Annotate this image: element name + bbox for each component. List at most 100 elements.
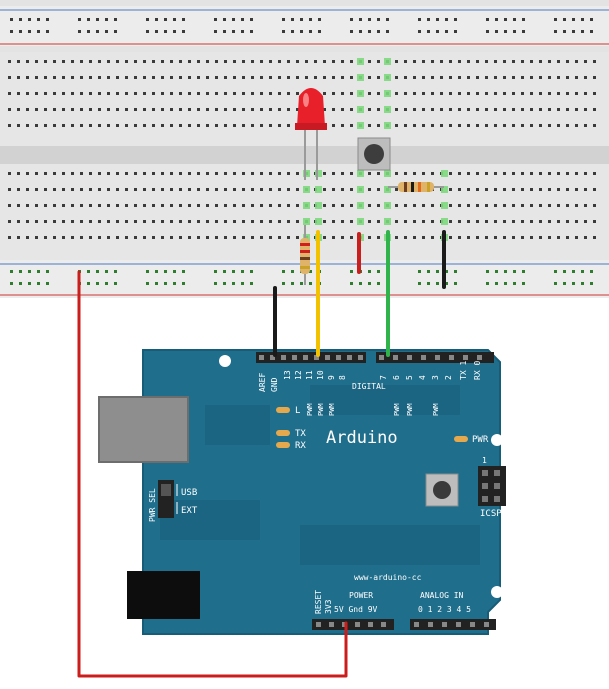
breadboard-hole	[269, 76, 272, 79]
breadboard-hole	[278, 60, 281, 63]
breadboard-hole	[214, 18, 217, 21]
breadboard-hole	[161, 124, 164, 127]
breadboard-hole	[46, 30, 49, 33]
breadboard-hole	[422, 204, 425, 207]
header-pin	[336, 355, 341, 360]
breadboard-hole	[548, 60, 551, 63]
breadboard-hole	[323, 220, 326, 223]
breadboard-hole	[485, 124, 488, 127]
highlighted-hole	[441, 202, 448, 209]
breadboard-hole	[377, 60, 380, 63]
breadboard-hole	[89, 76, 92, 79]
breadboard-hole	[161, 204, 164, 207]
resistor-band	[411, 182, 414, 192]
wires	[77, 230, 446, 678]
breadboard-hole	[445, 18, 448, 21]
breadboard-hole	[557, 124, 560, 127]
breadboard-hole	[26, 108, 29, 111]
breadboard-hole	[242, 60, 245, 63]
breadboard-hole	[143, 60, 146, 63]
breadboard-hole	[593, 172, 596, 175]
header-pin	[407, 355, 412, 360]
breadboard-hole	[161, 108, 164, 111]
breadboard-hole	[368, 220, 371, 223]
breadboard-hole	[563, 282, 566, 285]
breadboard-hole	[26, 124, 29, 127]
breadboard-hole	[242, 236, 245, 239]
breadboard-hole	[341, 92, 344, 95]
breadboard-hole	[241, 30, 244, 33]
breadboard-hole	[539, 236, 542, 239]
breadboard-hole	[485, 92, 488, 95]
header-pin	[379, 355, 384, 360]
breadboard-hole	[173, 30, 176, 33]
breadboard-hole	[170, 172, 173, 175]
breadboard-hole	[224, 108, 227, 111]
breadboard-hole	[278, 204, 281, 207]
breadboard-hole	[296, 76, 299, 79]
breadboard-hole	[250, 270, 253, 273]
breadboard-hole	[114, 18, 117, 21]
breadboard-hole	[454, 30, 457, 33]
breadboard-hole	[107, 108, 110, 111]
breadboard-hole	[182, 282, 185, 285]
breadboard-hole	[377, 92, 380, 95]
breadboard-hole	[134, 188, 137, 191]
breadboard-hole	[134, 220, 137, 223]
breadboard-hole	[107, 236, 110, 239]
header-pin	[281, 355, 286, 360]
breadboard-hole	[62, 236, 65, 239]
breadboard-hole	[232, 282, 235, 285]
breadboard-hole	[449, 188, 452, 191]
icsp-label: ICSP	[480, 509, 502, 519]
breadboard-hole	[341, 124, 344, 127]
breadboard-hole	[164, 30, 167, 33]
breadboard-hole	[575, 220, 578, 223]
breadboard-hole	[62, 204, 65, 207]
breadboard-hole	[89, 236, 92, 239]
breadboard-hole	[572, 270, 575, 273]
breadboard-hole	[44, 76, 47, 79]
breadboard-hole	[495, 18, 498, 21]
breadboard-hole	[251, 76, 254, 79]
breadboard-hole	[116, 76, 119, 79]
breadboard-hole	[164, 18, 167, 21]
breadboard-hole	[512, 236, 515, 239]
breadboard-hole	[269, 60, 272, 63]
header-pin	[316, 622, 321, 627]
breadboard-hole	[125, 172, 128, 175]
breadboard-hole	[593, 124, 596, 127]
breadboard-hole	[350, 108, 353, 111]
breadboard-hole	[35, 76, 38, 79]
breadboard-hole	[512, 76, 515, 79]
breadboard-hole	[467, 204, 470, 207]
breadboard-hole	[377, 270, 380, 273]
breadboard-hole	[486, 282, 489, 285]
breadboard-hole	[296, 92, 299, 95]
header-pin	[381, 622, 386, 627]
breadboard-hole	[224, 92, 227, 95]
breadboard-hole	[503, 220, 506, 223]
breadboard-hole	[260, 124, 263, 127]
breadboard-hole	[454, 18, 457, 21]
breadboard-hole	[53, 236, 56, 239]
breadboard-hole	[269, 92, 272, 95]
breadboard-hole	[494, 76, 497, 79]
breadboard-hole	[260, 172, 263, 175]
breadboard-hole	[584, 124, 587, 127]
breadboard-hole	[80, 76, 83, 79]
breadboard-hole	[80, 92, 83, 95]
breadboard-hole	[197, 76, 200, 79]
breadboard-hole	[215, 124, 218, 127]
breadboard-hole	[260, 204, 263, 207]
power-label: POWER	[349, 591, 373, 600]
breadboard-hole	[377, 282, 380, 285]
breadboard-hole	[197, 172, 200, 175]
breadboard-hole	[458, 124, 461, 127]
breadboard-hole	[593, 76, 596, 79]
breadboard-hole	[96, 30, 99, 33]
breadboard-hole	[143, 108, 146, 111]
breadboard-hole	[197, 108, 200, 111]
highlighted-hole	[384, 90, 391, 97]
breadboard-hole	[161, 76, 164, 79]
